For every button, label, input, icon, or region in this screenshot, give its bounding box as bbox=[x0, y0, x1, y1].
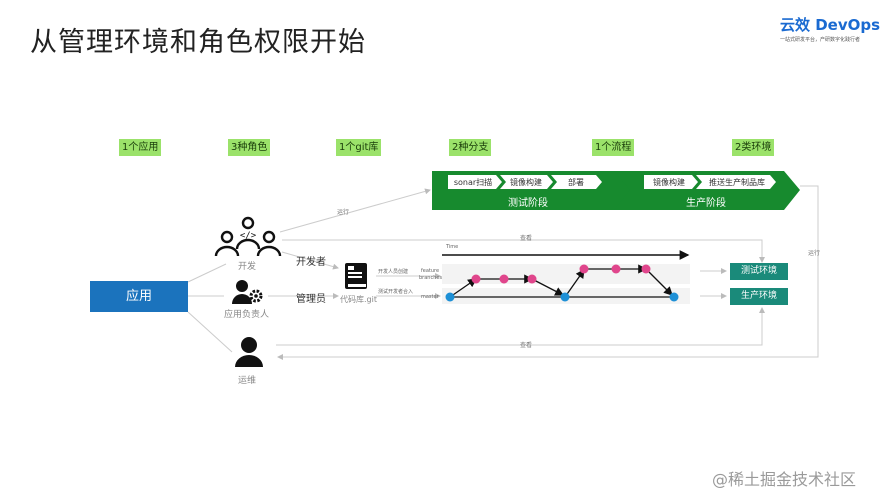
tag-role-count: 3种角色 bbox=[228, 139, 271, 156]
repo-label: 代码库.git bbox=[340, 295, 377, 304]
edge-app-dev bbox=[187, 263, 227, 283]
page-title: 从管理环境和角色权限开始 bbox=[30, 27, 366, 58]
prod-phase-label: 生产阶段 bbox=[686, 198, 726, 209]
svg-text:</>: </> bbox=[240, 231, 257, 241]
brand-logo: 云效 DevOps 一站式研发平台，产研数字化践行者 bbox=[780, 14, 880, 43]
commit-master-3 bbox=[669, 292, 679, 302]
role-owner-label: 应用负责人 bbox=[224, 310, 270, 320]
step-build-label: 镜像构建 bbox=[510, 178, 542, 187]
app-box: 应用 bbox=[90, 281, 188, 312]
role-dev-label: 开发 bbox=[238, 262, 257, 272]
step-deploy-label: 部署 bbox=[568, 178, 584, 187]
edge-ops-view-prod bbox=[276, 307, 765, 346]
repo-icon bbox=[345, 263, 367, 289]
step-prod-build-label: 镜像构建 bbox=[653, 178, 685, 187]
commit-feature-5 bbox=[611, 264, 621, 274]
edge-label-view-top: 查看 bbox=[520, 235, 533, 242]
step-build-shape bbox=[500, 175, 553, 189]
time-label: Time bbox=[446, 244, 459, 250]
commit-feature-1 bbox=[471, 274, 481, 284]
env-test: 测试环境 bbox=[730, 263, 788, 280]
edge-dev-repo bbox=[281, 251, 339, 270]
master-note: 测试开发者合入 bbox=[378, 289, 414, 295]
step-push-shape bbox=[696, 175, 776, 189]
feature-sub-label: branches bbox=[419, 275, 443, 281]
tag-repo-count: 1个git库 bbox=[336, 139, 382, 156]
commit-feature-3 bbox=[527, 274, 537, 284]
edge-dev-pipeline bbox=[279, 188, 431, 233]
step-sonar-label: sonar扫描 bbox=[453, 178, 493, 187]
tag-app-count: 1个应用 bbox=[119, 139, 162, 156]
edge-label-run-top: 运行 bbox=[337, 209, 350, 216]
ops-icon bbox=[235, 337, 263, 367]
step-sonar-shape bbox=[448, 175, 502, 189]
step-push-label: 推送生产制品库 bbox=[709, 178, 765, 187]
commit-feature-2 bbox=[499, 274, 509, 284]
role-ops-label: 运维 bbox=[238, 376, 257, 386]
commit-master-2 bbox=[560, 292, 570, 302]
branch-graph bbox=[449, 264, 674, 298]
edge-run-right bbox=[277, 185, 819, 360]
edge-app-ops bbox=[187, 311, 233, 353]
edge-label-view-bottom: 查看 bbox=[520, 342, 533, 349]
brand-tagline: 一站式研发平台，产研数字化践行者 bbox=[780, 37, 861, 43]
developers-icon: </> bbox=[214, 216, 282, 257]
edge-label-admin: 管理员 bbox=[296, 294, 326, 305]
brand-name: 云效 DevOps bbox=[780, 16, 880, 34]
edge-dev-view-test bbox=[282, 239, 765, 263]
watermark: @稀土掘金技术社区 bbox=[712, 470, 857, 489]
commit-dots bbox=[445, 264, 679, 302]
master-label: master bbox=[421, 294, 439, 300]
tag-flow-count: 1个流程 bbox=[592, 139, 635, 156]
edge-label-developer: 开发者 bbox=[296, 257, 326, 268]
env-prod: 生产环境 bbox=[730, 288, 788, 305]
tag-branch-count: 2种分支 bbox=[449, 139, 492, 156]
owner-icon bbox=[232, 280, 263, 304]
step-deploy-shape bbox=[551, 175, 602, 189]
tag-env-count: 2类环境 bbox=[732, 139, 775, 156]
commit-master-1 bbox=[445, 292, 455, 302]
test-phase-label: 测试阶段 bbox=[508, 198, 548, 209]
edge-label-run-right: 运行 bbox=[808, 250, 821, 257]
feature-label: feature bbox=[421, 268, 440, 274]
commit-feature-4 bbox=[579, 264, 589, 274]
feature-note: 开发人员创建 bbox=[378, 269, 409, 275]
step-prod-build-shape bbox=[644, 175, 698, 189]
commit-feature-6 bbox=[641, 264, 651, 274]
